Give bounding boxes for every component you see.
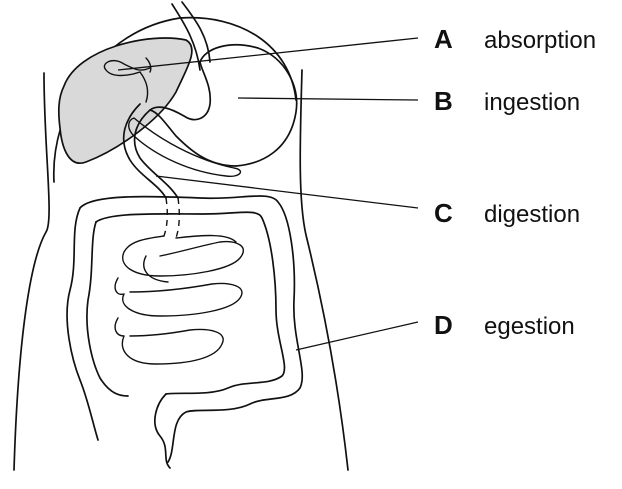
body-outline-left bbox=[14, 73, 49, 470]
pancreas bbox=[129, 118, 241, 176]
label-term-b: ingestion bbox=[484, 89, 580, 116]
label-term-d: egestion bbox=[484, 313, 575, 340]
body-outline-right bbox=[300, 70, 348, 470]
duodenum-hidden bbox=[164, 198, 179, 238]
rectum bbox=[155, 394, 170, 468]
label-letter-c: C bbox=[434, 198, 453, 228]
label-term-c: digestion bbox=[484, 201, 580, 228]
label-term-a: absorption bbox=[484, 27, 596, 54]
ascending-colon-inner bbox=[87, 222, 128, 396]
small-intestine bbox=[115, 236, 243, 365]
leader-line-d bbox=[296, 322, 418, 350]
label-letter-d: D bbox=[434, 310, 453, 340]
leader-line-b bbox=[238, 98, 418, 100]
label-letter-b: B bbox=[434, 86, 453, 116]
label-letter-a: A bbox=[434, 24, 453, 54]
leader-line-c bbox=[156, 176, 418, 208]
